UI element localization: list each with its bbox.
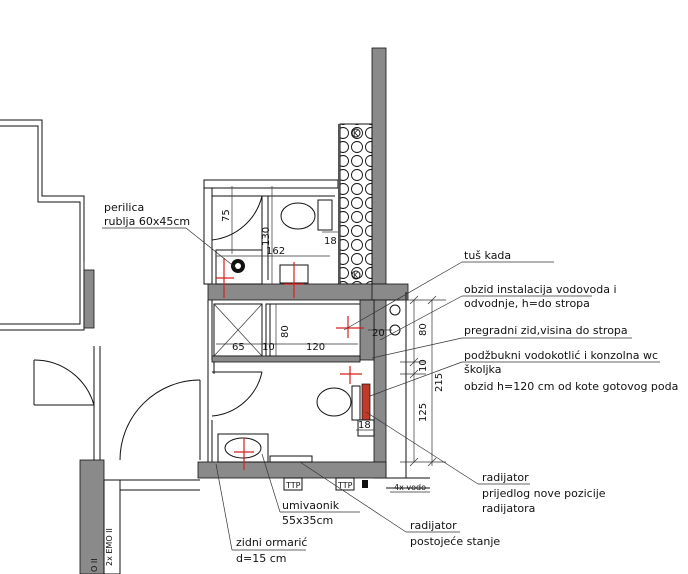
radijator-old-label-2: postojeće stanje <box>410 535 500 548</box>
radijator-new-label-2: prijedlog nove pozicije <box>482 487 606 500</box>
perilica-label-2: rublja 60x45cm <box>104 215 190 228</box>
svg-text:K: K <box>353 271 359 280</box>
washbasin <box>217 433 269 470</box>
perilica-label-1: perilica <box>104 201 144 214</box>
podzbukni-label-1: podžbukni vodokotlić i konzolna wc <box>464 349 658 362</box>
leader-lines <box>102 227 660 551</box>
dim-120: 120 <box>306 342 325 353</box>
umivaonik-label-2: 55x35cm <box>282 514 333 527</box>
dim-10: 10 <box>262 342 275 353</box>
annotations: perilica rublja 60x45cm tuš kada obzid i… <box>104 201 678 565</box>
podzbukni-label-2: školjka <box>464 363 501 376</box>
lower-toilet <box>316 366 375 437</box>
dim-18-bottom: 18 <box>358 420 371 431</box>
radijator-old-label-1: radijator <box>410 519 457 532</box>
red-markers-upper <box>216 258 309 298</box>
vertical-tag-2: O II <box>90 558 99 572</box>
radijator-new-label-1: radijator <box>482 471 529 484</box>
dim-20: 20 <box>372 328 385 339</box>
dim-125: 125 <box>418 403 429 422</box>
dim-130: 130 <box>261 227 272 246</box>
vodo-label: 4x vodo <box>394 483 426 492</box>
dimension-texts: 75 130 162 18 80 65 10 120 20 80 10 215 … <box>221 209 445 431</box>
dim-10-right: 10 <box>418 359 429 372</box>
dim-162: 162 <box>266 246 285 257</box>
tus-kada-label: tuš kada <box>464 249 511 262</box>
pregradni-label: pregradni zid,visina do stropa <box>464 324 628 337</box>
lower-door <box>119 379 201 461</box>
obzid-label-2: odvodnje, h=do stropa <box>464 297 590 310</box>
svg-text:TTP: TTP <box>337 481 353 490</box>
ormaric-label-1: zidni ormarić <box>236 536 307 549</box>
drain-k-symbols: K K <box>351 128 401 336</box>
radijator-new-label-3: radijatora <box>482 502 535 515</box>
svg-text:K: K <box>353 129 359 138</box>
inner-door <box>211 371 263 417</box>
vertical-tag: 2x EMO II <box>105 528 114 566</box>
podzbukni-label-3: obzid h=120 cm od kote gotovog poda <box>464 380 678 393</box>
dimension-lines <box>216 186 446 467</box>
dim-215: 215 <box>434 373 445 392</box>
bathroom-walls <box>197 47 430 489</box>
washing-machine <box>215 249 263 285</box>
dim-75: 75 <box>221 209 232 222</box>
left-room-outline <box>0 119 95 331</box>
existing-radiator-shape <box>269 455 313 463</box>
dim-18-top: 18 <box>324 236 337 247</box>
umivaonik-label-1: umivaonik <box>282 499 340 512</box>
left-door <box>33 346 101 470</box>
dim-80-right: 80 <box>418 323 429 336</box>
dim-80-room: 80 <box>280 325 291 338</box>
dim-65: 65 <box>232 342 245 353</box>
svg-text:TTP: TTP <box>285 481 301 490</box>
bottom-left-wall <box>79 459 200 574</box>
ormaric-label-2: d=15 cm <box>236 552 286 565</box>
upper-toilet <box>280 199 333 231</box>
obzid-label-1: obzid instalacija vodovoda i <box>464 283 617 296</box>
ttp-boxes: TTP TTP 4x vodo <box>283 477 430 493</box>
partition-wall <box>211 355 361 363</box>
